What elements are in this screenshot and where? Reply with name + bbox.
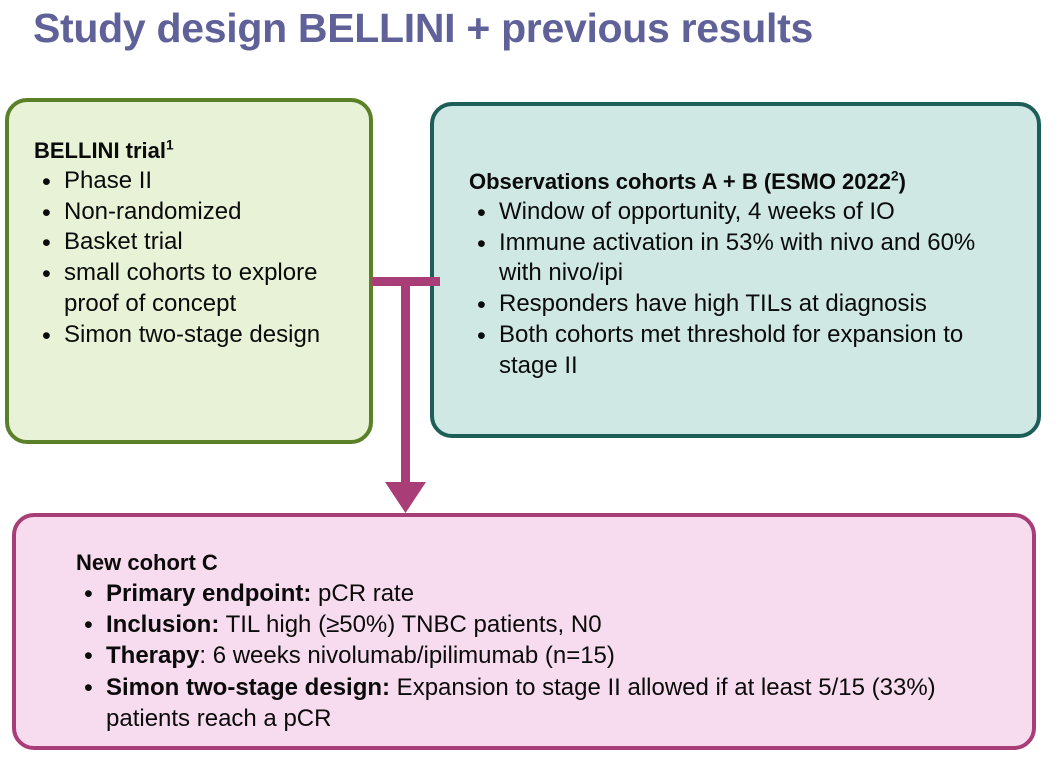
- connector-vertical-stem: [401, 277, 410, 485]
- list-item: Therapy: 6 weeks nivolumab/ipilimumab (n…: [76, 640, 1006, 673]
- observations-heading-tail: ): [898, 169, 906, 194]
- list-item: Inclusion: TIL high (≥50%) TNBC patients…: [76, 609, 1006, 642]
- list-item: Phase II: [34, 166, 354, 198]
- bullet-text: Basket trial: [64, 228, 183, 256]
- connector-arrowhead: [385, 482, 426, 513]
- bullet-text: TIL high (≥50%) TNBC patients, N0: [219, 611, 602, 639]
- new-cohort-c-bullet-list: Primary endpoint: pCR rate Inclusion: TI…: [76, 578, 1006, 734]
- observations-heading-superscript: 2: [891, 168, 899, 184]
- bullet-label: Simon two-stage design:: [106, 673, 391, 701]
- new-cohort-c-heading: New cohort C: [76, 550, 218, 575]
- bellini-trial-heading-superscript: 1: [166, 137, 174, 153]
- bullet-label: Primary endpoint:: [106, 580, 312, 607]
- list-item: Both cohorts met threshold for expansion…: [469, 320, 1014, 381]
- list-item: Primary endpoint: pCR rate: [76, 578, 1006, 611]
- observations-heading-text: Observations cohorts A + B (ESMO 2022: [469, 169, 891, 194]
- bullet-label: Therapy: [106, 642, 200, 670]
- bullet-text: Window of opportunity, 4 weeks of IO: [499, 198, 895, 225]
- list-item: Basket trial: [34, 227, 354, 259]
- observations-bullet-list: Window of opportunity, 4 weeks of IO Imm…: [469, 197, 1014, 381]
- bullet-label: Inclusion:: [106, 611, 220, 639]
- list-item: Immune activation in 53% with nivo and 6…: [469, 228, 1014, 289]
- list-item: Window of opportunity, 4 weeks of IO: [469, 197, 1014, 229]
- bullet-text: Both cohorts met threshold for expansion…: [499, 320, 964, 379]
- bellini-trial-card: BELLINI trial1 Phase II Non-randomized B…: [5, 98, 373, 444]
- list-item: small cohorts to explore proof of concep…: [34, 258, 354, 319]
- bullet-text: : 6 weeks nivolumab/ipilimumab (n=15): [199, 642, 615, 670]
- bullet-text: small cohorts to explore proof of concep…: [64, 259, 318, 317]
- list-item: Responders have high TILs at diagnosis: [469, 289, 1014, 321]
- observations-cohorts-card: Observations cohorts A + B (ESMO 20222) …: [430, 102, 1041, 438]
- bullet-text: Immune activation in 53% with nivo and 6…: [499, 228, 976, 287]
- bellini-trial-heading-text: BELLINI trial: [34, 138, 167, 163]
- new-cohort-c-card: New cohort C Primary endpoint: pCR rate …: [12, 513, 1036, 750]
- bullet-text: pCR rate: [311, 580, 415, 607]
- bullet-text: Non-randomized: [64, 197, 242, 225]
- bullet-text: Responders have high TILs at diagnosis: [499, 290, 927, 318]
- bellini-trial-bullet-list: Phase II Non-randomized Basket trial sma…: [34, 166, 354, 352]
- list-item: Simon two-stage design: Expansion to sta…: [76, 672, 1006, 734]
- list-item: Non-randomized: [34, 197, 354, 229]
- bellini-trial-heading: BELLINI trial1: [34, 138, 174, 165]
- bullet-text: Simon two-stage design: [64, 320, 321, 348]
- list-item: Simon two-stage design: [34, 320, 354, 352]
- observations-heading: Observations cohorts A + B (ESMO 20222): [469, 169, 906, 196]
- bullet-text: Expansion to stage II allowed if at leas…: [106, 673, 936, 732]
- page-title: Study design BELLINI + previous results: [33, 5, 813, 51]
- bullet-text: Phase II: [64, 167, 153, 194]
